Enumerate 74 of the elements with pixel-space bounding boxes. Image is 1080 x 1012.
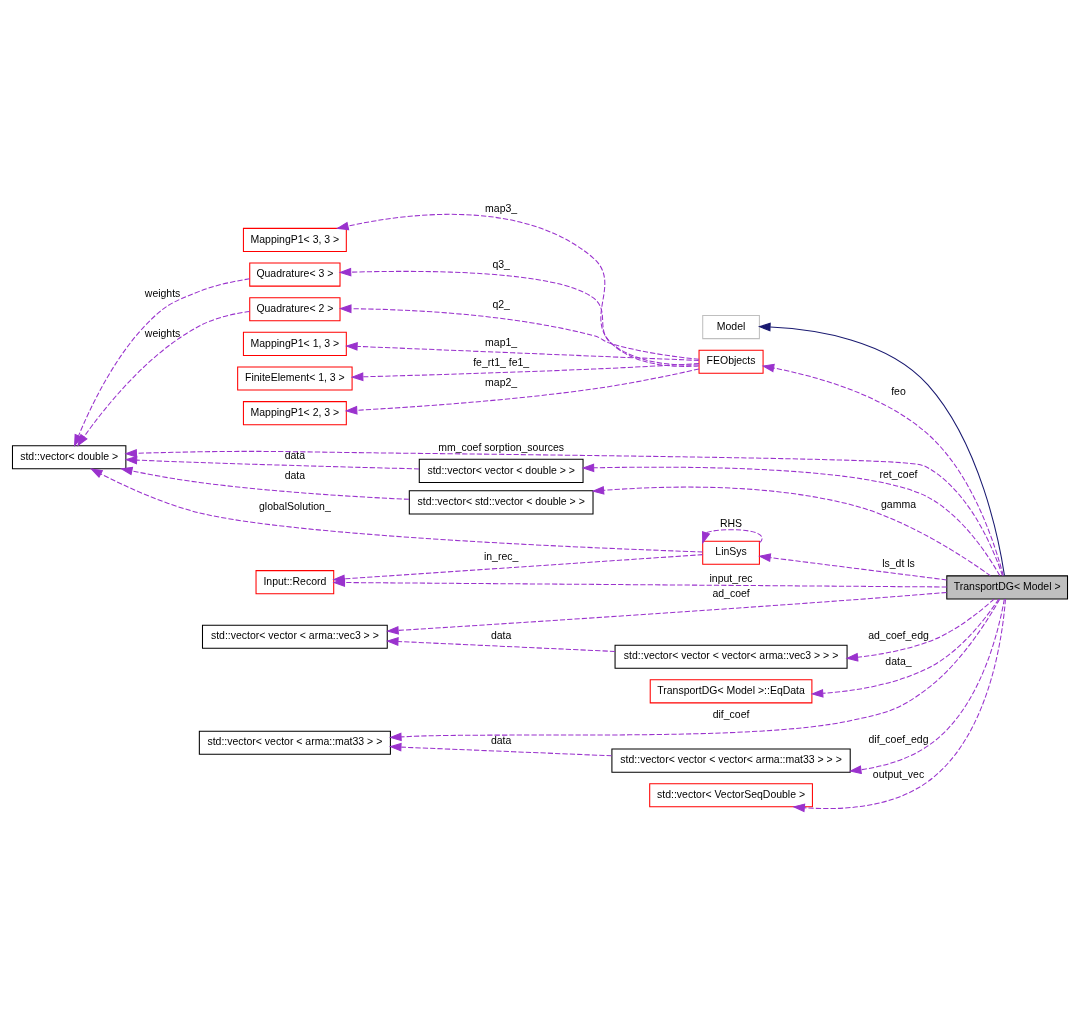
arrow: [89, 468, 704, 553]
arrow: [758, 322, 1005, 576]
arrow: [591, 485, 991, 577]
arrow: [792, 598, 1006, 813]
node-box: TransportDG< Model >: [946, 575, 1069, 600]
node-box: std::vector< vector < vector< arma::mat33 > > >: [611, 748, 851, 773]
node-box: Quadrature< 2 >: [249, 297, 341, 322]
node-box: std::vector< std::vector < double > >: [408, 490, 594, 515]
node-box: FEObjects: [698, 349, 764, 374]
arrow: [338, 267, 700, 366]
edge-label: map2_: [485, 376, 518, 388]
arrow: [77, 310, 251, 447]
edge-label: ad_coef_edg: [868, 629, 929, 641]
edge-label: q3_: [492, 259, 510, 271]
node-box: TransportDG< Model >::EqData: [649, 679, 813, 704]
edge-label: gamma: [881, 498, 916, 510]
edge-label: map3_: [485, 202, 518, 214]
node-box: MappingP1< 2, 3 >: [242, 401, 347, 426]
node-box: MappingP1< 3, 3 >: [242, 227, 347, 252]
arrow: [336, 213, 700, 367]
arrow: [702, 529, 763, 545]
edge-label: in_rec_: [483, 551, 519, 563]
arrow: [345, 342, 700, 361]
edge-label: ret_coef: [879, 469, 918, 481]
arrow: [386, 591, 948, 635]
edge-label: mm_coef sorption_sources: [438, 441, 565, 453]
edge-label: feo: [891, 386, 906, 398]
arrow: [388, 742, 613, 757]
edge-label: map1_: [485, 336, 518, 348]
edge-label: ls_dt ls: [882, 558, 915, 570]
arrow: [344, 368, 700, 415]
node-box: std::vector< vector < arma::mat33 > >: [198, 730, 391, 755]
node-box: Quadrature< 3 >: [249, 262, 341, 287]
arrow: [761, 363, 1004, 577]
node-box: std::vector< double >: [11, 445, 127, 470]
edge-label: output_vec: [872, 769, 925, 781]
node-box: std::vector< vector < double > >: [418, 458, 584, 483]
node-box: std::vector< vector < vector< arma::vec3 > > >: [614, 644, 848, 669]
node-box: Input::Record: [255, 570, 335, 595]
edge-label: weights: [144, 327, 181, 339]
node-box: FiniteElement< 1, 3 >: [237, 366, 353, 391]
arrow: [74, 278, 251, 447]
arrow: [332, 578, 948, 588]
arrow: [848, 598, 1005, 775]
edge-label: dif_coef_edg: [868, 733, 929, 745]
edge-label: weights: [144, 287, 181, 299]
edge-label: dif_coef: [712, 708, 750, 720]
node-box: MappingP1< 1, 3 >: [242, 331, 347, 356]
arrow: [389, 598, 1001, 742]
edge-label: globalSolution_: [259, 500, 331, 512]
arrow: [350, 363, 700, 382]
arrow: [758, 553, 948, 581]
edge-label: data: [284, 470, 306, 482]
edge-label: ad_coef: [712, 587, 750, 599]
edge-label: data: [490, 629, 512, 641]
arrow: [810, 598, 1000, 698]
arrow: [845, 598, 995, 662]
edge-label: data: [490, 734, 512, 746]
node-box: std::vector< VectorSeqDouble >: [649, 783, 813, 808]
node-box: std::vector< vector < arma::vec3 > >: [201, 624, 388, 649]
arrow: [124, 455, 420, 470]
arrow: [119, 466, 410, 500]
arrow: [124, 448, 1003, 577]
edge-label: data: [284, 450, 306, 462]
edge-label: input_rec: [709, 573, 753, 585]
edge-label: fe_rt1_ fe1_: [473, 356, 530, 368]
node-box: LinSys: [702, 540, 760, 565]
edge-label: data_: [885, 656, 912, 668]
edge-label: q2_: [492, 299, 510, 311]
arrow: [338, 304, 700, 360]
arrow: [581, 463, 1001, 577]
arrow: [385, 637, 616, 652]
node-box: Model: [702, 315, 760, 340]
edge-label: RHS: [719, 517, 743, 529]
